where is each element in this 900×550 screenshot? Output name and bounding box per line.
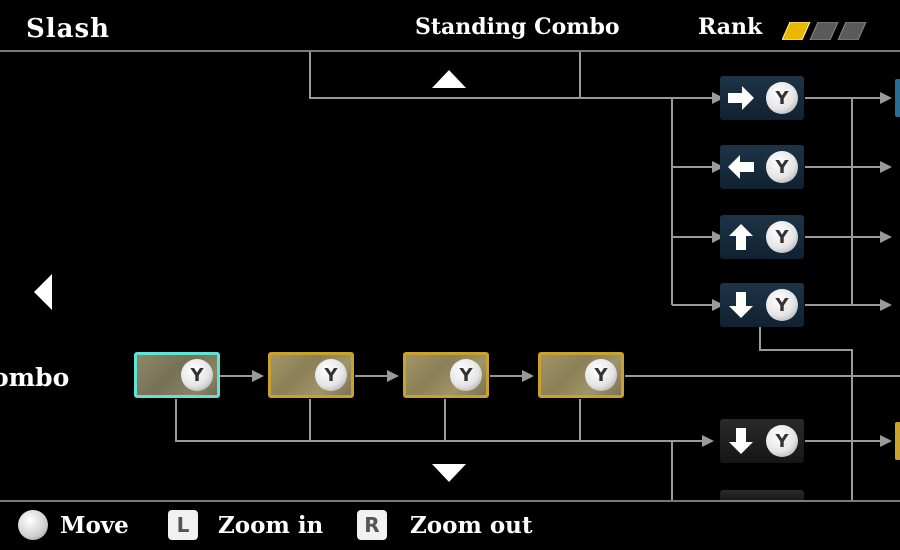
- header-divider: [0, 50, 900, 52]
- branch-up-y[interactable]: Y: [720, 215, 804, 259]
- combo-step-4[interactable]: Y: [538, 352, 624, 398]
- arrow-left-icon: [728, 155, 754, 179]
- page-title: Slash: [26, 14, 111, 44]
- arrow-down-icon: [729, 292, 753, 318]
- branch-down-y[interactable]: Y: [720, 283, 804, 327]
- branch-down-y-lower[interactable]: Y: [720, 419, 804, 463]
- scroll-up-arrow-icon[interactable]: [432, 70, 466, 88]
- y-button-icon: Y: [181, 359, 213, 391]
- arrow-right-icon: [728, 86, 754, 110]
- y-button-icon: Y: [766, 151, 798, 183]
- l-button-icon: L: [168, 510, 198, 540]
- rank-bar-3: [837, 22, 867, 40]
- header-bar: Slash Standing Combo Rank: [0, 0, 900, 52]
- move-hint-label: Move: [60, 512, 129, 539]
- footer-divider: [0, 500, 900, 502]
- scroll-left-arrow-icon[interactable]: [34, 274, 52, 310]
- zoom-out-hint-label: Zoom out: [410, 512, 533, 539]
- branch-left-y[interactable]: Y: [720, 145, 804, 189]
- y-button-icon: Y: [766, 425, 798, 457]
- rank-label: Rank: [698, 14, 763, 40]
- y-button-icon: Y: [585, 359, 617, 391]
- scroll-down-arrow-icon[interactable]: [432, 464, 466, 482]
- combo-row-label: ombo: [0, 363, 70, 392]
- analog-stick-icon: [18, 510, 48, 540]
- rank-bar-1: [782, 22, 811, 40]
- section-title: Standing Combo: [415, 14, 620, 40]
- branch-right-y[interactable]: Y: [720, 76, 804, 120]
- offscreen-tile[interactable]: [895, 422, 900, 460]
- y-button-icon: Y: [766, 82, 798, 114]
- y-button-icon: Y: [766, 289, 798, 321]
- rank-meter: [782, 22, 867, 40]
- offscreen-tile[interactable]: [895, 79, 900, 117]
- zoom-in-hint-label: Zoom in: [218, 512, 324, 539]
- y-button-icon: Y: [315, 359, 347, 391]
- branch-partial-tile[interactable]: [720, 490, 804, 502]
- arrow-down-icon: [729, 428, 753, 454]
- rank-bar-2: [809, 22, 839, 40]
- arrow-up-icon: [729, 224, 753, 250]
- r-button-icon: R: [357, 510, 387, 540]
- y-button-icon: Y: [450, 359, 482, 391]
- combo-step-3[interactable]: Y: [403, 352, 489, 398]
- combo-step-2[interactable]: Y: [268, 352, 354, 398]
- combo-step-1[interactable]: Y: [134, 352, 220, 398]
- y-button-icon: Y: [766, 221, 798, 253]
